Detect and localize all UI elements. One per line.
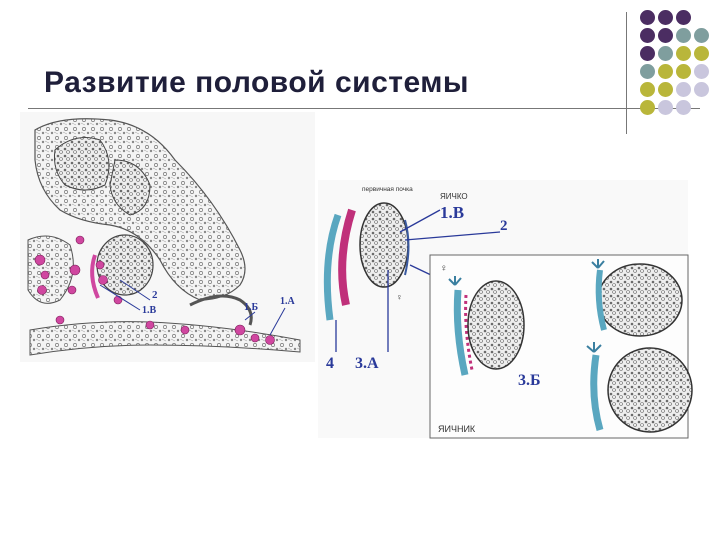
decor-dot — [658, 100, 673, 115]
decor-dot — [640, 100, 655, 115]
left-label-2: 2 — [152, 289, 158, 301]
right-panel: первичная почка ЯИЧКО 1.В 2 4 3.А ♀ ♀ 3.… — [318, 180, 693, 439]
stage2-duct — [595, 269, 607, 331]
ovary-stage-3 — [607, 347, 693, 433]
decor-dot — [640, 64, 655, 79]
rete-line — [404, 219, 410, 276]
right-label-3b: 3.Б — [518, 372, 541, 389]
glomerulus-structure — [54, 137, 110, 191]
left-label-1a: 1.А — [280, 296, 296, 307]
right-label-3a: 3.А — [355, 355, 379, 372]
vertical-divider — [626, 12, 627, 134]
decor-dot — [658, 46, 673, 61]
label-ovary: ЯИЧНИК — [438, 424, 476, 434]
tubule-structure — [109, 159, 151, 216]
ovary-primordium — [467, 280, 525, 370]
duct-line — [189, 294, 253, 326]
right-label-2: 2 — [500, 218, 508, 234]
paramesonephric-duct — [323, 213, 342, 321]
decor-dot — [658, 82, 673, 97]
decor-dot — [640, 28, 655, 43]
label-primary-kidney: первичная почка — [362, 186, 413, 193]
female-symbol-inset: ♀ — [440, 263, 448, 274]
stage3-duct — [590, 354, 604, 431]
decor-dot — [694, 82, 709, 97]
decor-dot — [694, 46, 709, 61]
decor-dot — [694, 28, 709, 43]
page-title: Развитие половой системы — [44, 66, 470, 99]
female-symbol: ♀ — [396, 292, 403, 302]
testis-primordium — [359, 202, 409, 288]
inset-duct-magenta — [464, 294, 474, 371]
decor-dot — [694, 64, 709, 79]
decor-dot — [640, 82, 655, 97]
decor-dot — [676, 46, 691, 61]
left-embryo-section: 2 1.В 1.Б 1.А — [20, 112, 315, 362]
decor-dot — [676, 10, 691, 25]
ovary-stage-2 — [597, 263, 683, 337]
left-leader-lines — [99, 279, 286, 336]
decor-dot — [658, 10, 673, 25]
left-label-1v: 1.В — [142, 305, 157, 316]
fimbria-1 — [448, 276, 462, 286]
gut-wall — [29, 321, 301, 356]
decor-dot — [640, 46, 655, 61]
right-label-1v: 1.В — [440, 203, 464, 222]
left-label-1b: 1.Б — [244, 302, 259, 313]
right-label-4: 4 — [326, 355, 334, 372]
label-testis: ЯИЧКО — [440, 192, 468, 201]
fimbria-2 — [591, 259, 605, 269]
decor-dot — [676, 64, 691, 79]
fimbria-3 — [586, 342, 602, 353]
decor-dot — [676, 100, 691, 115]
mesonephric-duct — [338, 208, 356, 306]
decor-dot — [658, 28, 673, 43]
gonad-primordium — [96, 234, 154, 296]
decor-dot — [658, 64, 673, 79]
inset-duct-cyan — [453, 289, 469, 376]
title-underline — [28, 108, 700, 109]
migration-path — [90, 254, 100, 299]
germ-cells-left — [34, 235, 275, 345]
decor-dot — [676, 82, 691, 97]
decor-dot — [676, 28, 691, 43]
decor-dot — [640, 10, 655, 25]
